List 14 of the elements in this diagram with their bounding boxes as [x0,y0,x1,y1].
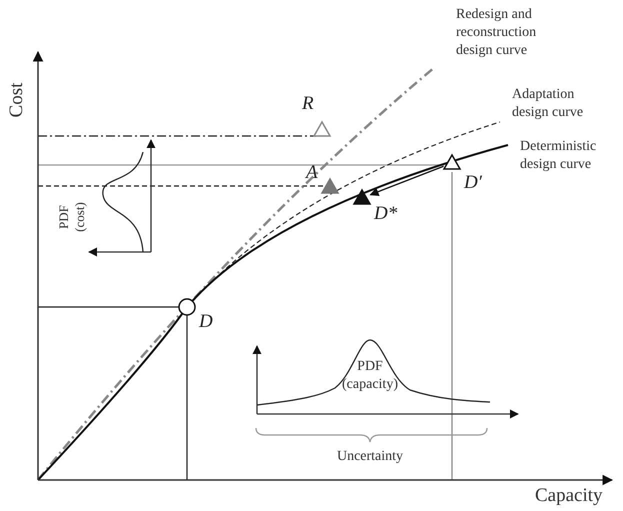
curve-label: Adaptation design curve [512,86,584,122]
point-label: R [302,94,314,114]
arrow [370,166,444,196]
curve-label: Redesign and reconstruction design curve [456,6,538,60]
brace-label: Uncertainty [336,448,404,466]
axis-title: Capacity [535,484,604,508]
curve-label: Deterministic design curve [520,138,598,174]
pdf-label: PDF (capacity) [341,358,399,394]
point-label: D′ [464,173,482,193]
axis-title: Cost [5,82,28,120]
point-label: D [199,312,213,332]
pdf-label: PDF (cost) [56,201,88,234]
point-label: D* [374,204,398,224]
point-label: A [306,163,318,183]
